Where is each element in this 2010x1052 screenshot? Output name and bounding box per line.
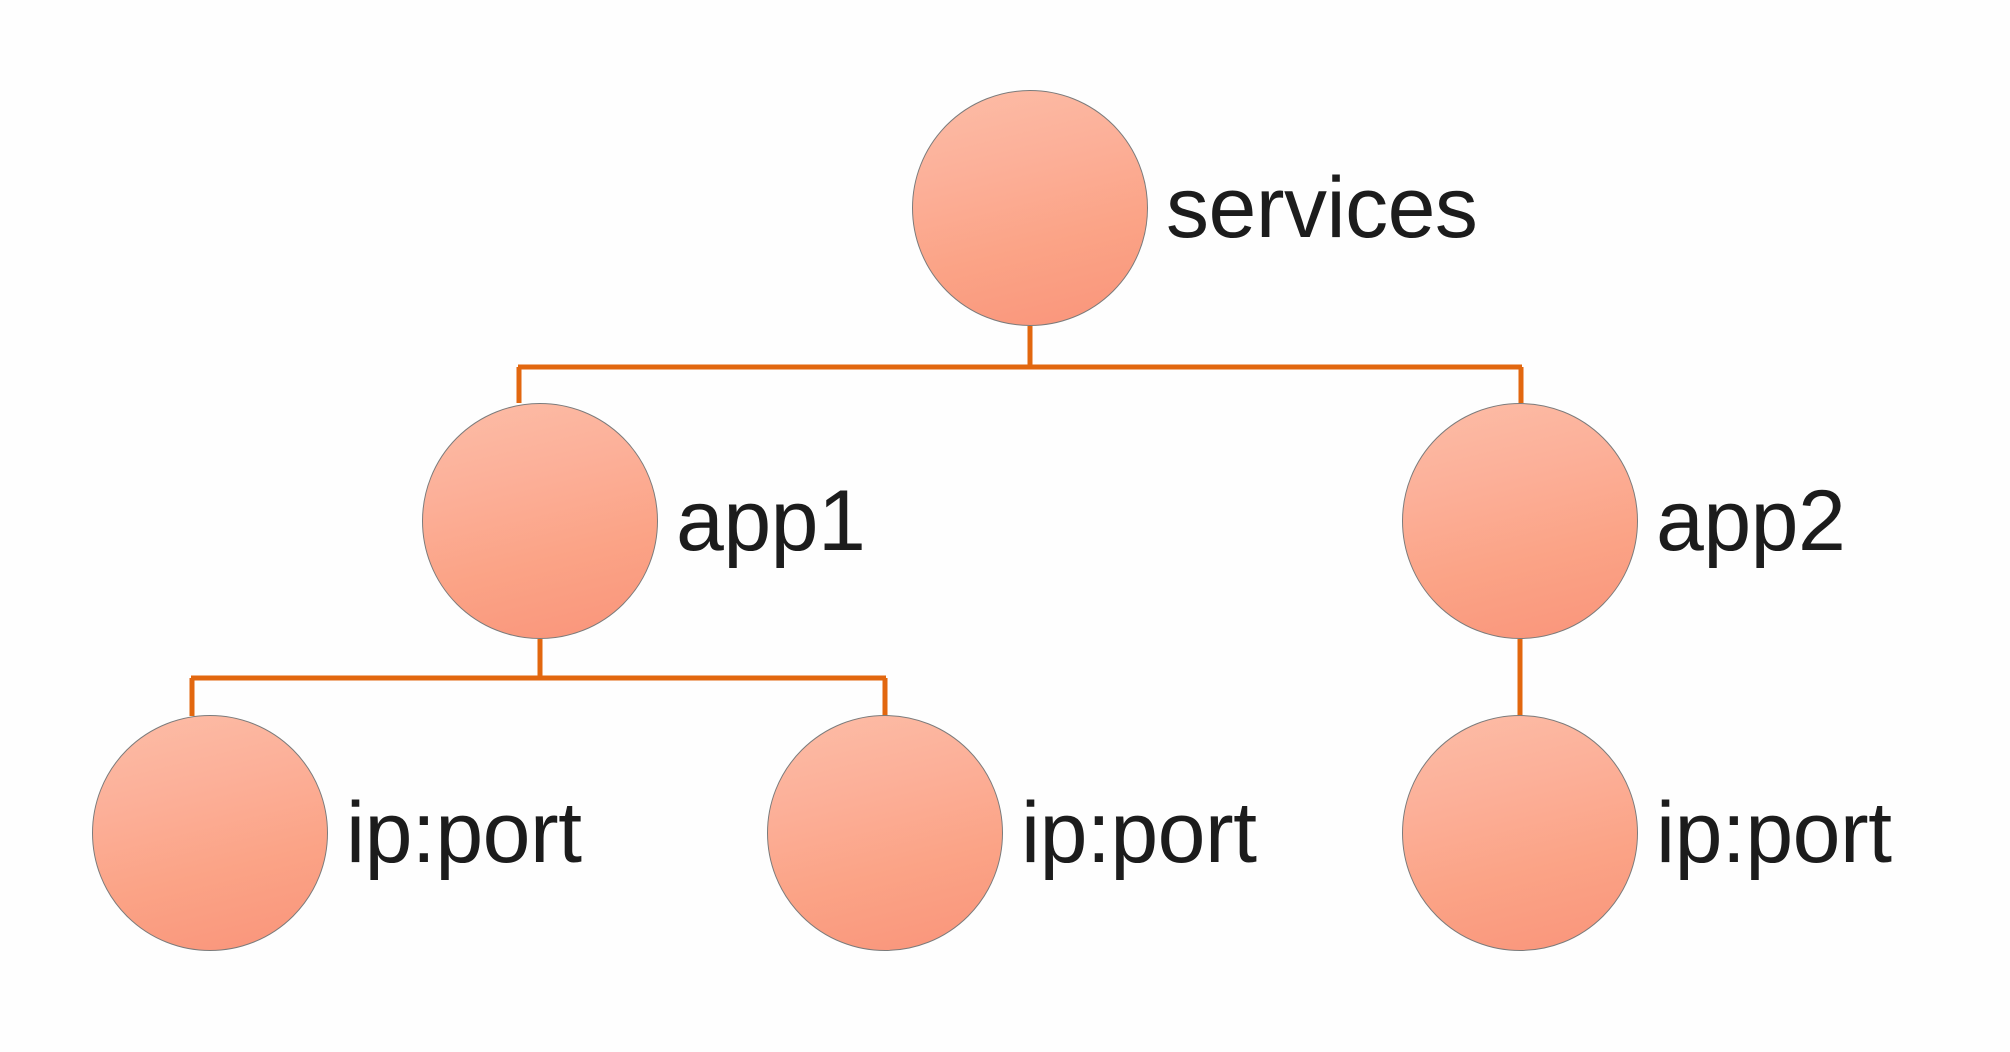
node-label-ipport1: ip:port [346, 785, 582, 881]
node-app1[interactable]: app1 [422, 403, 866, 639]
node-circle-services[interactable] [912, 90, 1148, 326]
node-circle-ipport1[interactable] [92, 715, 328, 951]
node-ipport3[interactable]: ip:port [1402, 715, 1892, 951]
node-services[interactable]: services [912, 90, 1478, 326]
node-ipport1[interactable]: ip:port [92, 715, 582, 951]
node-circle-app1[interactable] [422, 403, 658, 639]
node-label-app2: app2 [1656, 473, 1846, 569]
node-label-ipport3: ip:port [1656, 785, 1892, 881]
node-circle-ipport3[interactable] [1402, 715, 1638, 951]
node-circle-ipport2[interactable] [767, 715, 1003, 951]
node-label-services: services [1166, 160, 1478, 256]
node-label-app1: app1 [676, 473, 866, 569]
node-ipport2[interactable]: ip:port [767, 715, 1257, 951]
node-circle-app2[interactable] [1402, 403, 1638, 639]
node-label-ipport2: ip:port [1021, 785, 1257, 881]
node-app2[interactable]: app2 [1402, 403, 1846, 639]
